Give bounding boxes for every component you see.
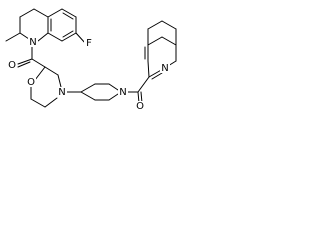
quinoline-nitrogen-label: N <box>29 37 36 48</box>
bond <box>19 8 35 18</box>
atom-label-background <box>118 87 128 97</box>
left-carbonyl-oxygen-label: O <box>8 60 16 71</box>
bond <box>161 36 177 46</box>
bond <box>37 32 49 42</box>
bond <box>44 66 59 76</box>
atom-label-background <box>160 63 170 73</box>
bond <box>17 58 33 65</box>
atom-label-background <box>28 37 38 47</box>
morpholine-nitrogen-label: N <box>58 87 65 98</box>
bond <box>61 32 77 42</box>
bond <box>47 8 63 18</box>
morpholine-oxygen-label: O <box>27 77 35 88</box>
molecule-structure: F N O O N N O N <box>5 8 177 112</box>
bond <box>151 72 163 80</box>
bond <box>161 20 177 30</box>
bond <box>80 91 96 101</box>
bond <box>62 30 74 38</box>
right-carbonyl-oxygen-label: O <box>136 101 144 112</box>
atom-label-background <box>26 77 36 87</box>
atom-label-background <box>57 87 67 97</box>
molecule-diagram: F N O O N N O N <box>0 0 184 112</box>
bond <box>33 8 49 18</box>
bond <box>147 36 163 46</box>
atom-label-background <box>7 60 17 70</box>
piperidine-nitrogen-label: N <box>119 87 126 98</box>
atom-label-background <box>135 101 145 111</box>
bond <box>62 12 74 20</box>
bond <box>80 83 96 93</box>
bond <box>34 66 46 81</box>
atom-label-background <box>84 38 94 48</box>
bond <box>30 98 46 108</box>
bond <box>31 58 46 68</box>
bond <box>44 97 58 108</box>
bond <box>61 8 77 18</box>
bond <box>5 32 21 42</box>
fluorine-atom-label: F <box>86 38 92 49</box>
bond <box>47 32 63 42</box>
isoquinoline-nitrogen-label: N <box>161 63 168 74</box>
bond <box>137 76 150 93</box>
bond <box>147 60 150 78</box>
bond <box>17 61 31 68</box>
bond <box>147 20 163 30</box>
bond <box>57 74 62 88</box>
